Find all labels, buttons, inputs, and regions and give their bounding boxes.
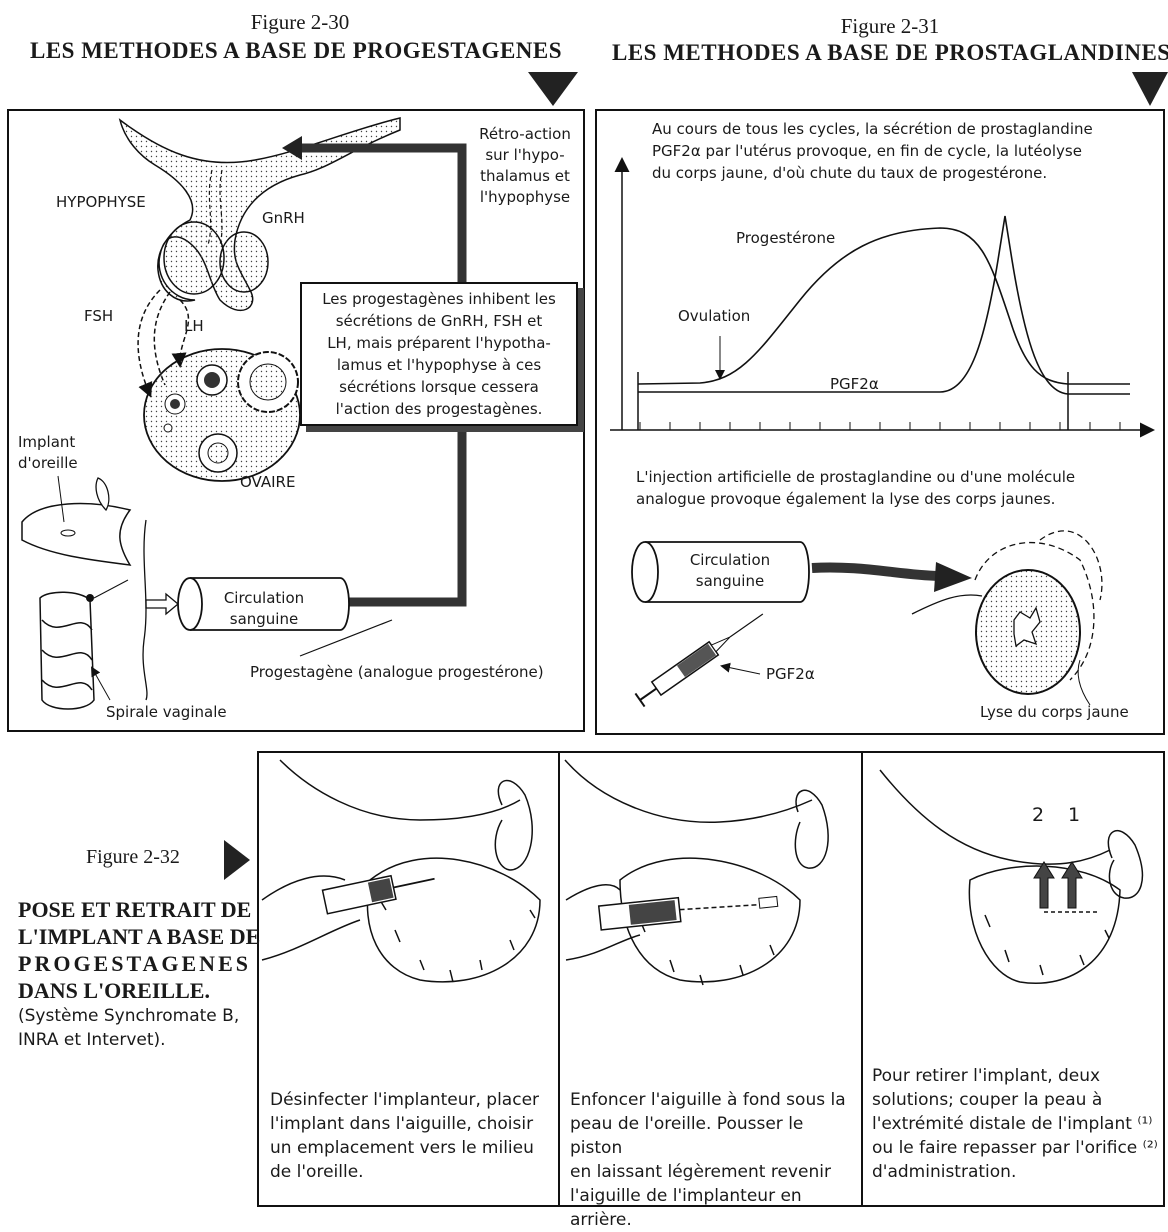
hypophyse-lobe [164,222,224,294]
pgf-curve [638,216,1130,394]
fig31-number: Figure 2-31 [760,14,1020,39]
hypophyse-lobe [220,232,268,292]
panel1-caption: Désinfecter l'implanteur, placer l'impla… [270,1088,550,1184]
fig32-title: POSE ET RETRAIT DE L'IMPLANT A BASE DE P… [18,896,260,1004]
feedback-label: Rétro-action sur l'hypo- thalamus et l'h… [470,124,580,208]
fig32-number: Figure 2-32 [86,846,180,869]
fig30-number: Figure 2-30 [170,10,430,35]
gnrh-label: GnRH [262,208,305,229]
panel3-caption: Pour retirer l'implant, deux solutions; … [872,1064,1162,1184]
marker-2: 2 [1032,804,1044,826]
fig31-intro: Au cours de tous les cycles, la sécrétio… [652,118,1152,184]
pgf-curve-label: PGF2α [830,374,879,395]
title-triangle-icon [528,72,578,106]
progesterone-label: Progestérone [736,228,835,249]
lh-label: LH [184,316,204,337]
ovaire-label: OVAIRE [240,472,295,493]
lyse-label: Lyse du corps jaune [980,702,1129,723]
spiral-drawing [40,592,94,709]
fsh-label: FSH [84,306,113,327]
fig30-title: LES METHODES A BASE DE PROGESTAGENES [30,38,550,64]
fig32-subtitle: (Système Synchromate B, INRA et Intervet… [18,1004,239,1052]
syringe-label: PGF2α [766,664,815,685]
arrow-2-icon [1034,862,1054,908]
figure-triangle-icon [224,840,250,880]
circulation-label-2: Circulation sanguine [660,550,800,592]
implant-label: Implant d'oreille [18,432,78,474]
hypophyse-label: HYPOPHYSE [56,192,146,213]
panel2-drawing [565,760,828,985]
syringe-icon [635,607,767,706]
ear-drawing [22,504,130,565]
panel2-caption: Enfoncer l'aiguille à fond sous la peau … [570,1088,858,1232]
marker-1: 1 [1068,804,1080,826]
progestagene-label: Progestagène (analogue progestérone) [250,662,544,683]
progestagene-callout: Les progestagènes inhibent les sécrétion… [300,282,578,426]
panel3-drawing [880,770,1142,983]
spirale-label: Spirale vaginale [106,702,227,723]
fig31-injection: L'injection artificielle de prostaglandi… [636,466,1156,510]
fig31-title: LES METHODES A BASE DE PROSTAGLANDINES [612,40,1142,66]
ovulation-label: Ovulation [678,306,750,327]
panel1-drawing [262,760,540,982]
circulation-label: Circulation sanguine [194,588,334,630]
title-triangle-icon [1132,72,1168,106]
